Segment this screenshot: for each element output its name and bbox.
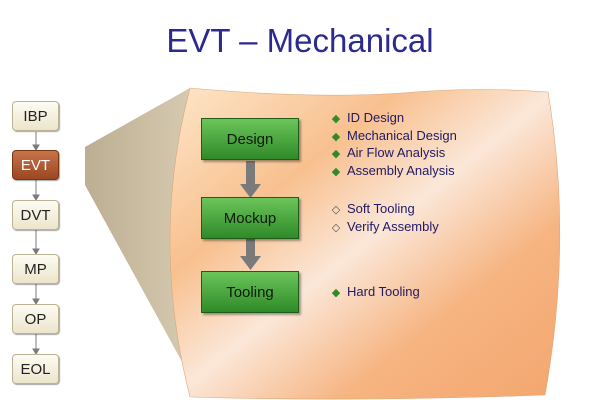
step-tooling: Tooling — [201, 271, 299, 313]
filled-diamond-icon: ◆ — [331, 113, 341, 125]
phase-evt: EVT — [12, 150, 59, 180]
phase-eol: EOL — [12, 354, 59, 384]
step-arrows — [240, 161, 261, 270]
step-design: Design — [201, 118, 299, 160]
bullet-text: Hard Tooling — [347, 284, 420, 299]
filled-diamond-icon: ◆ — [331, 287, 341, 299]
list-item: ◆ ID Design — [330, 110, 457, 128]
design-bullet-list: ◆ ID Design ◆ Mechanical Design ◆ Air Flow … — [330, 110, 457, 180]
filled-diamond-icon: ◆ — [331, 165, 341, 178]
phase-op: OP — [12, 304, 59, 334]
list-item: ◆ Mechanical Design — [330, 128, 457, 146]
phase-connectors — [32, 132, 40, 355]
mockup-bullet-list: ◇ Soft Tooling ◇ Verify Assembly — [330, 201, 439, 236]
bullet-text: Assembly Analysis — [347, 162, 455, 178]
list-item: ◇ Verify Assembly — [330, 219, 439, 237]
phase-mp: MP — [12, 254, 59, 284]
list-item: ◆ Assembly Analysis — [330, 163, 457, 181]
page-title: EVT – Mechanical — [166, 22, 434, 59]
list-item: ◇ Soft Tooling — [330, 201, 439, 219]
callout-funnel — [85, 88, 192, 380]
list-item: ◆ Air Flow Analysis — [330, 145, 457, 163]
tooling-bullet-list: ◆ Hard Tooling — [330, 284, 420, 302]
bullet-text: Soft Tooling — [347, 201, 415, 216]
phase-dvt: DVT — [12, 200, 59, 230]
phase-ibp: IBP — [12, 101, 59, 131]
hollow-diamond-icon: ◇ — [331, 221, 341, 234]
callout-blob — [169, 87, 561, 400]
step-mockup: Mockup — [201, 197, 299, 239]
filled-diamond-icon: ◆ — [331, 148, 341, 160]
list-item: ◆ Hard Tooling — [330, 284, 420, 302]
filled-diamond-icon: ◆ — [331, 130, 341, 143]
bullet-text: ID Design — [347, 110, 405, 125]
bullet-text: Air Flow Analysis — [347, 145, 446, 160]
hollow-diamond-icon: ◇ — [331, 204, 341, 216]
bullet-text: Mechanical Design — [347, 127, 457, 143]
bullet-text: Verify Assembly — [347, 218, 439, 234]
